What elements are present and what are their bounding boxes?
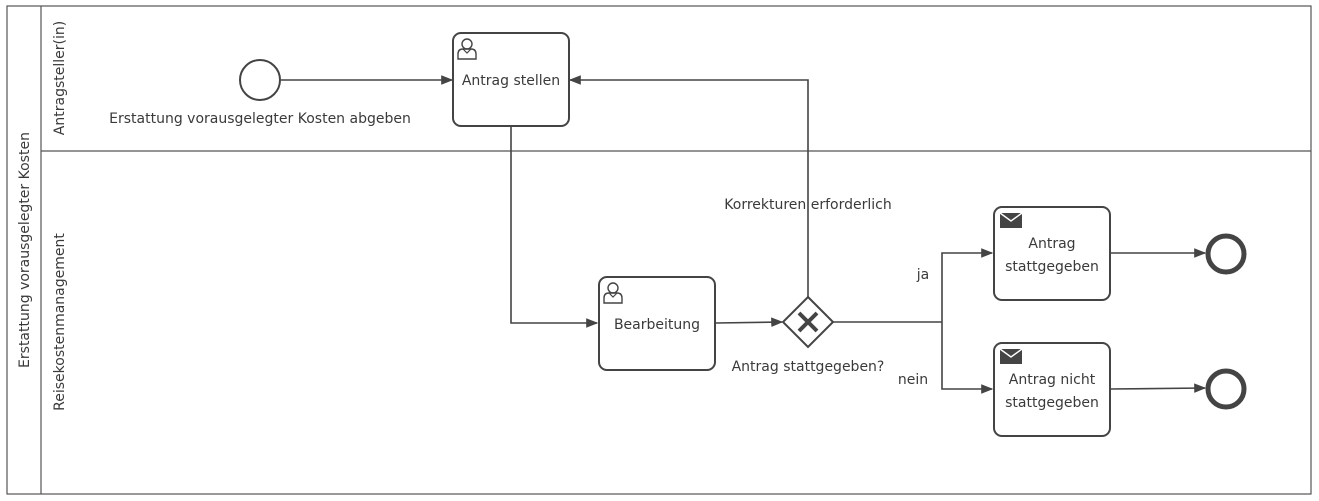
task-antrag-nicht-stattgegeben-box[interactable] bbox=[993, 342, 1111, 437]
envelope-icon bbox=[999, 212, 1023, 228]
flow-label-ja: ja bbox=[916, 267, 929, 283]
start-event[interactable] bbox=[239, 59, 281, 101]
exclusive-gateway[interactable] bbox=[781, 295, 835, 349]
flow-label-korrekturen: Korrekturen erforderlich bbox=[724, 197, 891, 213]
lane-label-antragsteller: Antragsteller(in) bbox=[52, 21, 68, 135]
pool-border bbox=[6, 5, 1312, 495]
sequence-flows bbox=[281, 75, 1207, 394]
task-antrag-stattgegeben-line2: stattgegeben bbox=[1005, 259, 1099, 275]
end-event-circle[interactable] bbox=[1205, 233, 1247, 275]
user-icon bbox=[457, 38, 477, 60]
lane-reisekostenmanagement: Reisekostenmanagement bbox=[52, 233, 68, 411]
task-bearbeitung-label: Bearbeitung bbox=[614, 317, 700, 333]
end-event-circle[interactable] bbox=[1205, 368, 1247, 410]
start-event-label: Erstattung vorausgelegter Kosten abgeben bbox=[109, 111, 411, 127]
task-bearbeitung[interactable]: Bearbeitung bbox=[598, 276, 716, 371]
flow-bearbeitung-to-gateway bbox=[715, 317, 784, 327]
flow-korrekturen bbox=[568, 75, 809, 297]
task-antrag-stattgegeben-line1: Antrag bbox=[1028, 236, 1075, 252]
envelope-icon bbox=[999, 348, 1023, 364]
task-antrag-stattgegeben-box[interactable] bbox=[993, 206, 1111, 301]
task-bearbeitung-box[interactable] bbox=[598, 276, 716, 371]
start-event-circle[interactable] bbox=[239, 59, 281, 101]
task-antrag-stellen[interactable]: Antrag stellen bbox=[452, 32, 570, 127]
end-event-nicht-stattgegeben[interactable] bbox=[1205, 368, 1247, 410]
flow-ja bbox=[941, 248, 994, 322]
lane-label-reisekostenmanagement: Reisekostenmanagement bbox=[52, 233, 68, 411]
flow-label-nein: nein bbox=[898, 372, 928, 388]
task-antrag-stellen-box[interactable] bbox=[452, 32, 570, 127]
x-icon bbox=[797, 311, 819, 333]
user-icon bbox=[603, 282, 623, 304]
gateway-label: Antrag stattgegeben? bbox=[732, 359, 885, 375]
task-antrag-stattgegeben[interactable]: Antrag stattgegeben bbox=[993, 206, 1111, 301]
task-antrag-nicht-stattgegeben-line2: stattgegeben bbox=[1005, 395, 1099, 411]
task-antrag-nicht-stattgegeben[interactable]: Antrag nicht stattgegeben bbox=[993, 342, 1111, 437]
task-antrag-stellen-label: Antrag stellen bbox=[462, 73, 560, 89]
end-event-stattgegeben[interactable] bbox=[1205, 233, 1247, 275]
pool-label: Erstattung vorausgelegter Kosten bbox=[17, 132, 33, 368]
flow-nein bbox=[941, 322, 994, 394]
task-antrag-nicht-stattgegeben-line1: Antrag nicht bbox=[1009, 372, 1096, 388]
flow-antrag-to-bearbeitung bbox=[510, 126, 599, 328]
flow-nicht-stattgegeben-to-end bbox=[1109, 383, 1207, 393]
lane-antragsteller: Antragsteller(in) bbox=[41, 21, 1311, 152]
pool: Erstattung vorausgelegter Kosten bbox=[6, 5, 1312, 495]
